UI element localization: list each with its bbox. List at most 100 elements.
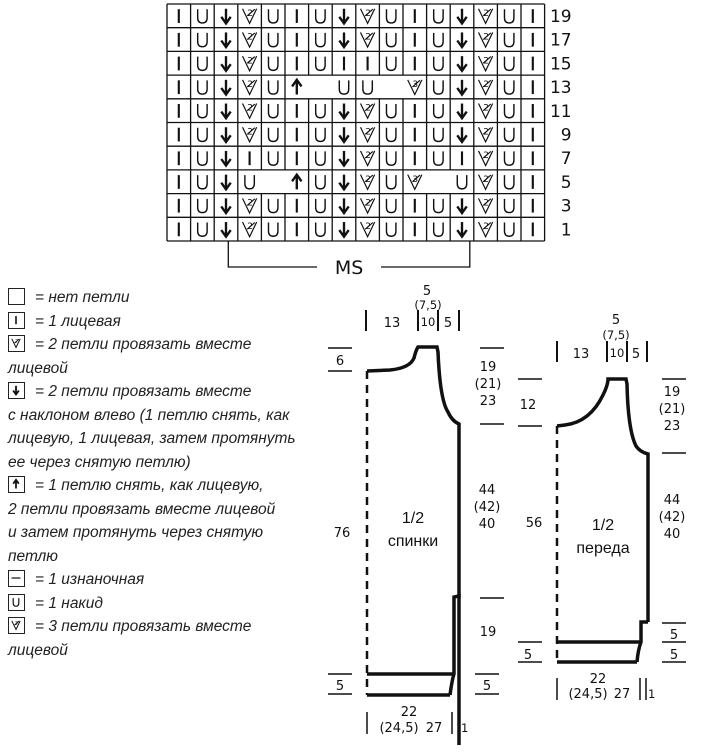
back-side-3: 40: [479, 517, 496, 532]
k2tog-triangle-icon: 2: [477, 174, 494, 191]
chart-cell: [308, 217, 333, 241]
yarn-over-icon: [12, 597, 20, 607]
yarn-over-icon: [196, 56, 208, 72]
legend-text: = 2 петли провязать вместе: [35, 336, 252, 353]
chart-cell: [379, 75, 403, 99]
legend-symbol: [8, 476, 25, 493]
chart-cell: [261, 169, 285, 194]
chart-cell: [379, 146, 403, 170]
yarn-over-icon: [503, 175, 515, 190]
front-side-3: 40: [664, 527, 681, 542]
back-side-2: (42): [474, 500, 501, 515]
k3tog-triangle-icon: 3: [11, 620, 21, 631]
back-shoulder-drop: 6: [336, 354, 344, 369]
k2tog-triangle-icon: 2: [359, 221, 376, 239]
chart-cell: [426, 193, 451, 218]
yarn-over-icon: [503, 198, 515, 214]
ssk-arrow-down-icon: [338, 8, 350, 26]
chart-cell: [426, 122, 451, 147]
yarn-over-icon: [338, 80, 350, 95]
k2tog-triangle-icon: 2: [241, 198, 258, 215]
svg-text:2: 2: [365, 33, 371, 43]
chart-cell: [261, 51, 285, 76]
yarn-over-icon: [314, 56, 326, 72]
legend-text-continued: петлю: [8, 547, 58, 565]
ssk-arrow-down-icon: [338, 127, 350, 144]
row-number-label: 15: [550, 54, 572, 74]
legend-text: = 1 накид: [35, 594, 103, 612]
yarn-over-icon: [432, 127, 444, 143]
legend-text: = 1 петлю снять, как лицевую,: [35, 477, 264, 494]
ssk-arrow-down-icon: [220, 150, 232, 168]
legend-symbol: [8, 382, 25, 399]
k2tog-triangle-icon: 2: [359, 103, 376, 120]
yarn-over-icon: [432, 56, 444, 72]
ssk-arrow-down-icon: [456, 127, 468, 144]
front-side-1: 44: [664, 493, 681, 508]
k2tog-triangle-icon: 2: [241, 79, 258, 96]
yarn-over-icon: [314, 127, 326, 143]
yarn-over-icon: [385, 151, 397, 166]
yarn-over-icon: [503, 56, 515, 72]
front-neck-depth: 12: [520, 398, 537, 413]
legend-text-continued: и затем протянуть через снятую: [8, 524, 264, 541]
back-lower-side: 19: [480, 625, 497, 640]
chart-cell: [308, 146, 333, 170]
chart-cell: [426, 4, 451, 28]
yarn-over-icon: [314, 9, 326, 24]
legend-text: = 1 изнаночная: [35, 571, 145, 588]
front-shoulder-width: 13: [573, 347, 590, 362]
yarn-over-icon: [267, 151, 279, 166]
k2tog-triangle-icon: 2: [241, 32, 258, 49]
yarn-over-icon: [385, 198, 397, 214]
yarn-over-icon: [267, 32, 279, 48]
back-bottom-4: 1: [461, 721, 468, 735]
back-hem: [367, 672, 454, 697]
back-hem-height: 5: [336, 679, 344, 694]
yarn-over-icon: [385, 127, 397, 143]
ssk-arrow-down-icon: [456, 56, 468, 73]
chart-cell: [308, 193, 333, 218]
chart-cell: [332, 75, 356, 99]
k2tog-triangle-icon: 2: [241, 103, 258, 120]
k2tog-triangle-icon: 2: [11, 338, 21, 349]
chart-cell: [308, 98, 333, 123]
chart-cell: [355, 75, 380, 99]
svg-text:2: 2: [247, 222, 253, 232]
chart-cell: [308, 169, 333, 194]
svg-text:2: 2: [15, 339, 19, 345]
legend-symbol: 2: [8, 335, 25, 352]
k2tog-triangle-icon: 2: [241, 221, 258, 239]
front-outline: [556, 377, 650, 622]
front-neck-drop: 5: [612, 313, 620, 328]
chart-cell: [426, 75, 451, 99]
yarn-over-icon: [267, 127, 279, 143]
chart-cell: [497, 27, 521, 52]
k2tog-triangle-icon: 2: [359, 174, 376, 191]
ssk-arrow-down-icon: [338, 174, 350, 192]
ssk-arrow-down-icon: [220, 103, 232, 121]
ssk-arrow-down-icon: [220, 32, 232, 50]
chart-cell: [190, 217, 215, 241]
svg-text:2: 2: [483, 9, 489, 19]
chart-cell: [261, 146, 285, 170]
chart-cell: [497, 193, 521, 218]
legend-item: = 1 накид: [8, 592, 328, 616]
chart-cell: [308, 4, 333, 28]
back-neck-width: 10: [421, 315, 436, 329]
front-lower-2: 5: [670, 648, 678, 663]
svg-text:2: 2: [483, 198, 489, 208]
legend-text: = 1 лицевая: [35, 312, 121, 330]
chart-cell: [379, 122, 403, 147]
front-outline-lower: [635, 620, 648, 663]
chart-cell: [261, 217, 285, 241]
front-bottom-4: 1: [648, 687, 655, 701]
ssk-arrow-down-icon: [338, 103, 350, 121]
yarn-over-icon: [267, 56, 279, 72]
